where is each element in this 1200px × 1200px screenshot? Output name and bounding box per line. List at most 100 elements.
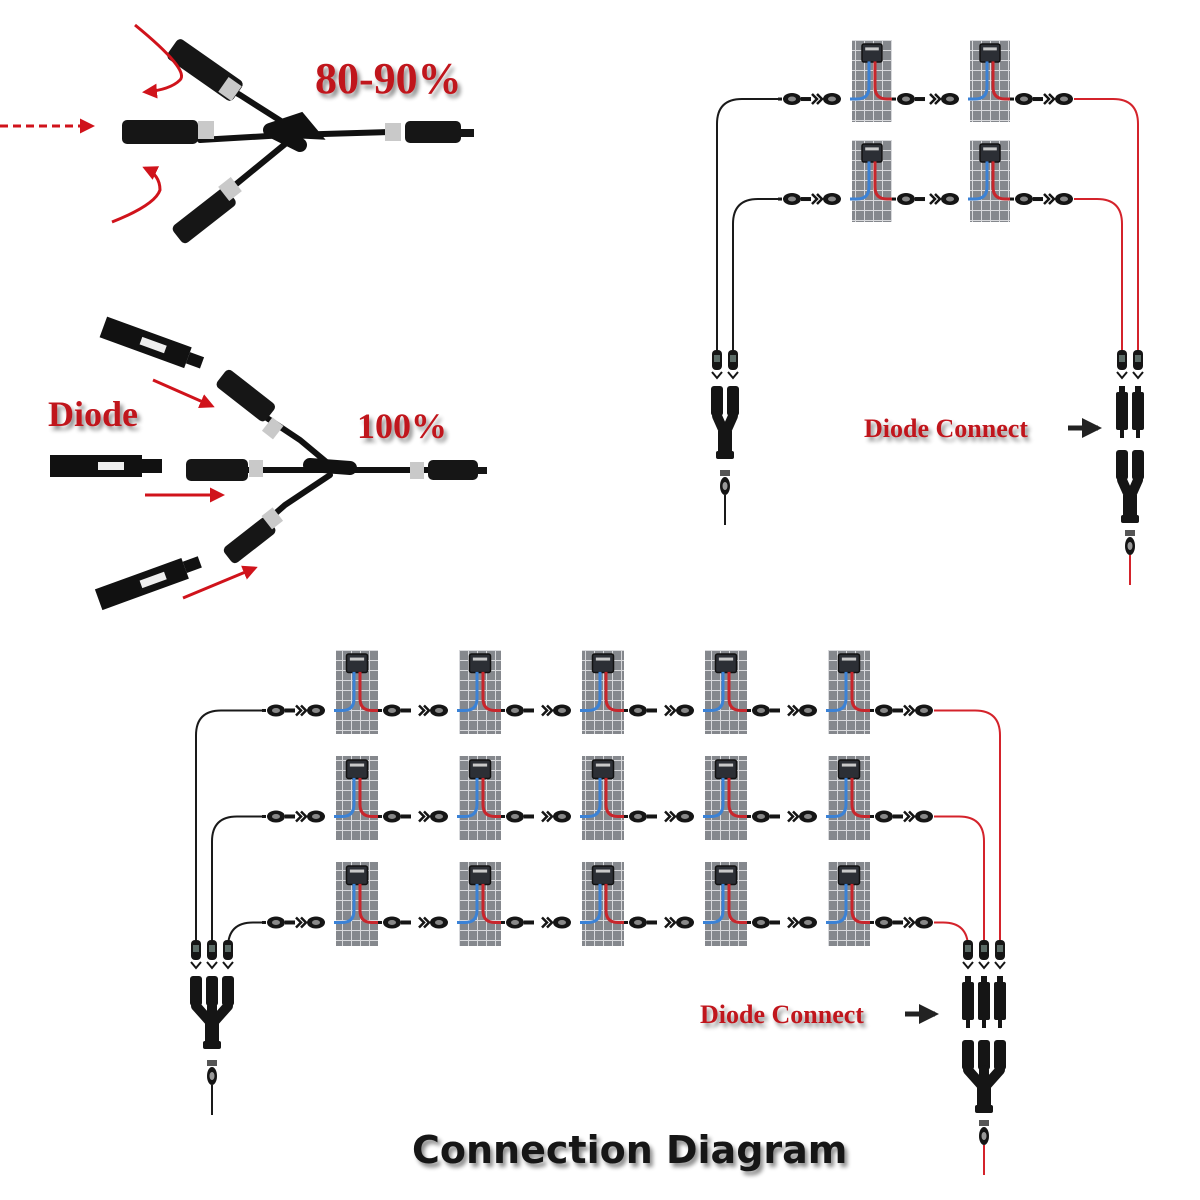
mc4-male-connector: [378, 704, 411, 717]
solar-panel: [334, 756, 380, 840]
negative-lead: [334, 777, 356, 818]
positive-lead: [991, 161, 1012, 201]
negative-lead: [850, 61, 871, 101]
mc4-female-connector: [787, 916, 817, 929]
layout-three-string: [190, 650, 1006, 1175]
negative-lead: [826, 777, 848, 818]
mc4-female-connector: [787, 704, 817, 717]
mc4-vertical-connector: [1132, 350, 1144, 380]
mc4-female-connector: [811, 193, 841, 206]
mc4-vertical-connector: [978, 940, 990, 970]
solar-panel: [703, 756, 749, 840]
positive-wire: [934, 815, 985, 940]
mc4-male-connector: [262, 916, 295, 929]
negative-lead: [334, 671, 356, 712]
junction-box: [837, 759, 861, 780]
junction-box: [979, 43, 1001, 63]
output-lead: [720, 470, 730, 525]
inflow-arrows: [145, 378, 258, 600]
mc4-female-connector: [811, 93, 841, 106]
efficiency-label-with-diode: 100%: [357, 406, 447, 446]
mc4-male-connector: [501, 704, 534, 717]
mc4-male-connector: [1010, 193, 1043, 206]
solar-panel: [334, 862, 380, 946]
mc4-male-connector: [870, 810, 903, 823]
positive-lead: [481, 777, 503, 818]
solar-panel: [457, 650, 503, 734]
positive-lead: [358, 671, 380, 712]
negative-lead: [580, 777, 602, 818]
backflow-arrows: [0, 23, 183, 224]
negative-lead: [457, 671, 479, 712]
mc4-male-connector: [870, 704, 903, 717]
mc4-male-connector: [624, 704, 657, 717]
output-lead: [979, 1120, 989, 1175]
negative-wire: [732, 198, 780, 350]
arrow-top: [152, 378, 215, 409]
negative-wire: [227, 921, 264, 948]
layout-two-string: [711, 40, 1144, 585]
mc4-female-connector: [295, 704, 325, 717]
mc4-male-connector: [1010, 93, 1043, 106]
positive-wire: [1074, 98, 1139, 350]
string-row: [778, 40, 1073, 122]
negative-lead: [457, 777, 479, 818]
connector-output: [405, 121, 461, 143]
mc4-female-connector: [903, 916, 933, 929]
mc4-male-connector: [870, 916, 903, 929]
solar-panel: [968, 140, 1012, 222]
solar-panel: [703, 650, 749, 734]
mc4-female-connector: [418, 916, 448, 929]
mc4-vertical-connector: [727, 350, 739, 380]
negative-lead: [580, 883, 602, 924]
junction-box: [345, 759, 369, 780]
mc4-vertical-connector: [962, 940, 974, 970]
positive-lead: [850, 671, 872, 712]
diode-label: Diode: [48, 394, 138, 434]
mc4-male-connector: [778, 193, 811, 206]
negative-lead: [826, 671, 848, 712]
mc4-male-connector: [778, 93, 811, 106]
negative-wire: [195, 709, 264, 940]
solar-panel: [580, 650, 626, 734]
mc4-male-connector: [624, 916, 657, 929]
positive-lead: [873, 61, 894, 101]
mc4-male-connector: [262, 810, 295, 823]
mc4-female-connector: [903, 704, 933, 717]
negative-lead: [703, 883, 725, 924]
positive-lead: [358, 883, 380, 924]
positive-wire: [934, 921, 969, 948]
junction-box: [837, 653, 861, 674]
junction-box: [714, 653, 738, 674]
positive-lead: [850, 883, 872, 924]
diode-inline-connector: [1116, 386, 1128, 438]
solar-panel: [457, 756, 503, 840]
negative-lead: [580, 671, 602, 712]
mc4-female-connector: [418, 704, 448, 717]
negative-lead: [968, 161, 989, 201]
y-branch-positive: [962, 1040, 1006, 1113]
mc4-vertical-connector: [711, 350, 723, 380]
junction-box: [979, 143, 1001, 163]
mc4-vertical-connector: [994, 940, 1006, 970]
solar-panel: [703, 862, 749, 946]
junction-box: [345, 865, 369, 886]
mc4-female-connector: [295, 916, 325, 929]
junction-box: [861, 143, 883, 163]
positive-wire: [934, 709, 1001, 940]
mc4-male-connector: [624, 810, 657, 823]
solar-panel: [826, 862, 872, 946]
negative-lead: [850, 161, 871, 201]
y-branch-connector: [186, 369, 487, 564]
junction-box: [468, 653, 492, 674]
junction-box: [591, 759, 615, 780]
positive-lead: [727, 671, 749, 712]
positive-lead: [727, 777, 749, 818]
mc4-female-connector: [418, 810, 448, 823]
mc4-vertical-connector: [1116, 350, 1128, 380]
positive-lead: [727, 883, 749, 924]
branch-example-no-diode: 80-90%: [0, 23, 474, 244]
junction-box: [714, 759, 738, 780]
mc4-male-connector: [747, 810, 780, 823]
